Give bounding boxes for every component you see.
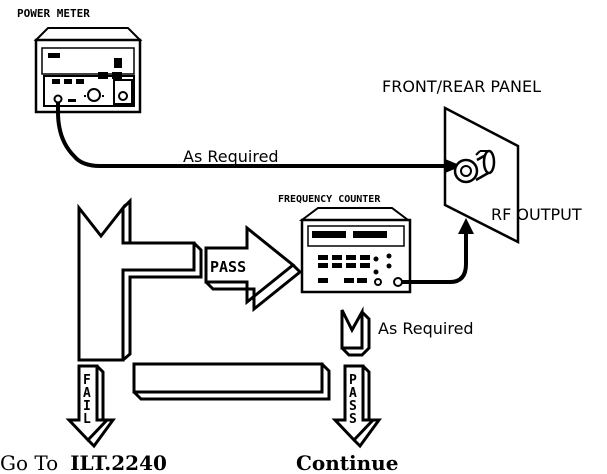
frequency-counter: FREQUENCY COUNTER xyxy=(278,194,412,294)
pass-letter-2: A xyxy=(349,386,357,401)
pass-letter-4: S xyxy=(349,412,357,427)
power-meter: POWER METER xyxy=(17,7,143,114)
pass-down-arrow: P A S S xyxy=(331,364,382,449)
fail-letter-1: F xyxy=(83,373,91,388)
connector-bar xyxy=(132,362,331,401)
pass-letter-1: P xyxy=(349,373,357,388)
fail-letter-4: L xyxy=(83,412,91,427)
frequency-counter-label: FREQUENCY COUNTER xyxy=(278,194,381,205)
goto-target: ILT.2240 xyxy=(70,451,167,474)
counter-cable-arrowhead xyxy=(458,218,474,234)
rf-output-label: RF OUTPUT xyxy=(491,205,582,224)
fail-letter-3: I xyxy=(83,399,91,414)
goto-prefix: Go To xyxy=(0,451,58,474)
front-rear-panel: FRONT/REAR PANEL RF OUTPUT xyxy=(382,77,582,245)
front-rear-panel-label: FRONT/REAR PANEL xyxy=(382,77,541,96)
cable-arrowhead xyxy=(445,159,462,173)
pass-right-label: PASS xyxy=(210,258,246,276)
pass-letter-3: S xyxy=(349,399,357,414)
as-required-block: As Required xyxy=(340,306,474,357)
as-required-top-label: As Required xyxy=(183,147,279,166)
sensor-cable xyxy=(56,102,445,168)
fail-letter-2: A xyxy=(83,386,91,401)
as-required-bottom-label: As Required xyxy=(378,319,474,338)
power-meter-label: POWER METER xyxy=(17,7,90,20)
goto-text: Go To ILT.2240 xyxy=(0,451,167,474)
continue-text: Continue xyxy=(296,451,398,474)
decision-block xyxy=(77,203,196,362)
counter-cable xyxy=(402,232,468,284)
fail-down-arrow: F A I L xyxy=(65,364,116,449)
pass-right-arrow: PASS xyxy=(204,224,303,313)
